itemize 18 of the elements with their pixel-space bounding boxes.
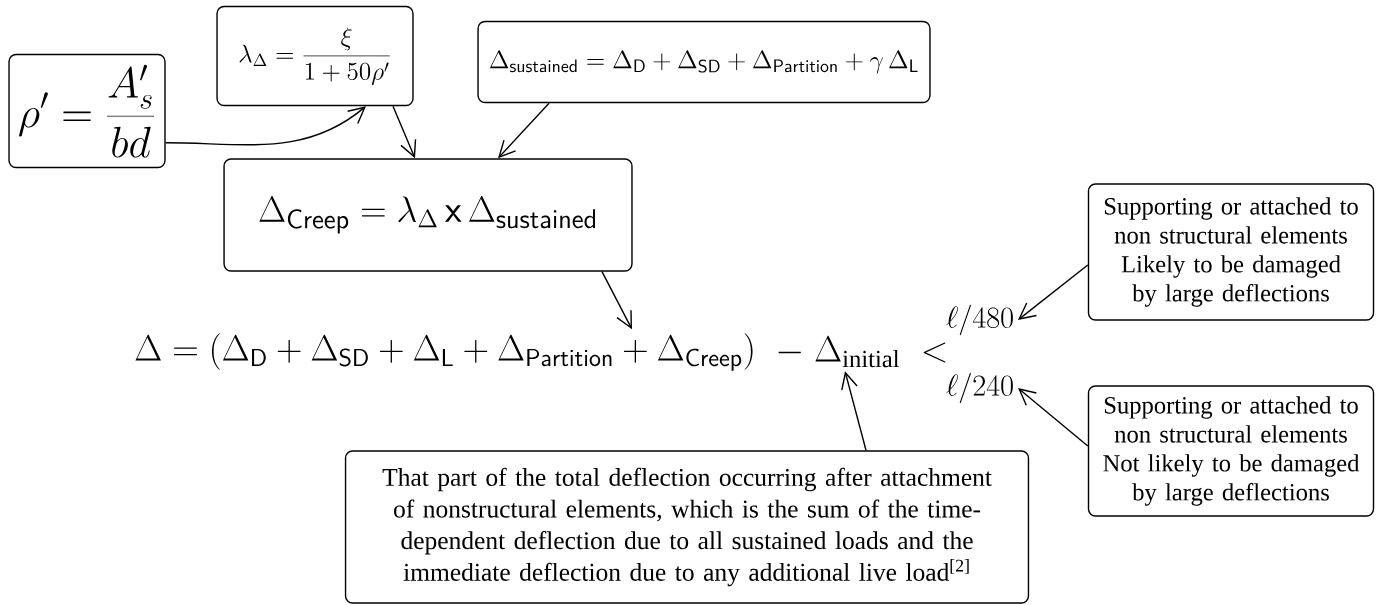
formula-box: $\lambda_{\Delta} = \frac{\xi}{1+50\rho'}$: [216, 5, 414, 107]
arrow: [1017, 388, 1089, 447]
deflection-limit: $\ell/480$: [946, 304, 1013, 336]
note-box: Supporting or attached to non structural elements Not likely to be damaged by large deflections: [1087, 385, 1375, 517]
arrow: [392, 105, 417, 159]
formula-box: $\rho' = \frac{A_s'}{bd}$: [8, 53, 166, 169]
formula-box: $\Delta_{\mathsf{sustained}} = \Delta_{\mathsf{D}} + \Delta_{\mathsf{SD}} + \Delta_{\mathsf{Partition}} + \gamma\,\Delta_{\mathsf{L}}$: [477, 20, 931, 104]
arrow: [498, 102, 550, 159]
note-box: That part of the total deflection occurring after attachment of nonstructural elements, which is the sum of the time-dependent deflection due to all sustained loads and the immediate deflection due to any additional live load$^{[2]}$: [344, 450, 1030, 604]
arrow: [841, 371, 867, 451]
arrow: [1017, 264, 1089, 320]
note-box: Supporting or attached to non structural elements Likely to be damaged by large deflections: [1087, 183, 1375, 321]
main-equation: $\Delta = \left(\Delta_{\mathsf{D}} + \Delta_{\mathsf{SD}} + \Delta_{\mathsf{L}} + \Delta_{\mathsf{Partition}} + \Delta_{\mathsf{Creep}}\right)$: [135, 333, 753, 371]
arrow: [165, 106, 366, 146]
arrow: [601, 271, 632, 330]
formula-box: $\Delta_{\mathsf{Creep}} = \lambda_{\Delta}\,\mathsf{x}\,\Delta_{\mathsf{sustained}}$: [223, 158, 633, 272]
equation-term: $- \; \Delta_{\mathrm{initial}} \; <$: [778, 335, 946, 368]
deflection-limit: $\ell/240$: [946, 372, 1013, 404]
